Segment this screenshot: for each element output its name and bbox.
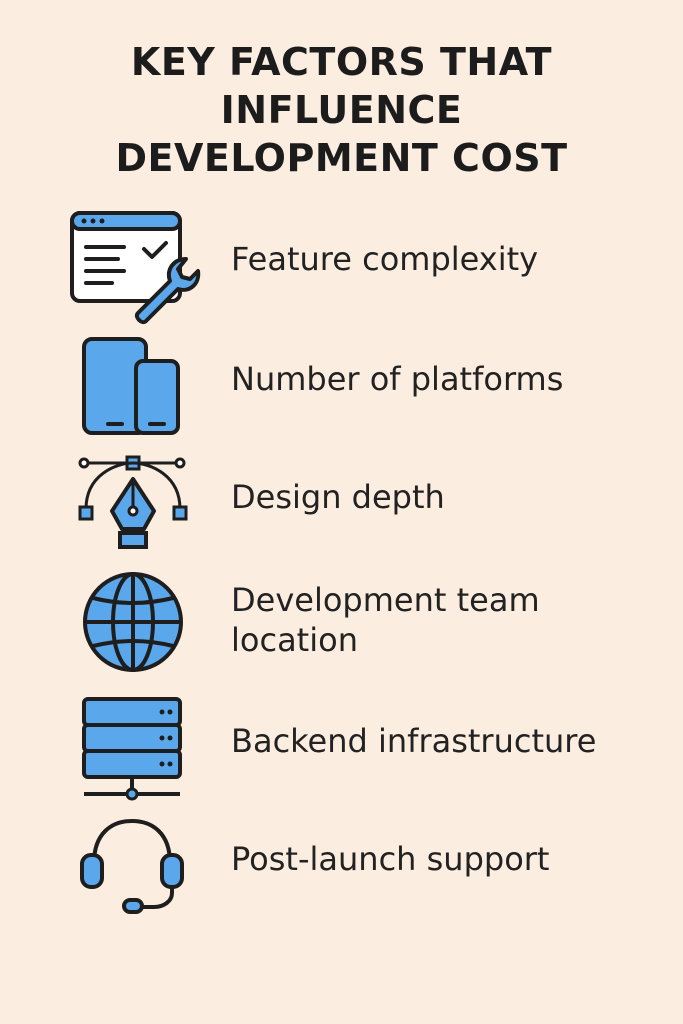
factor-label: Development team location <box>231 581 540 659</box>
factor-feature-complexity: Feature complexity <box>66 205 666 325</box>
factor-label: Post-launch support <box>231 840 550 878</box>
pen-tool-icon <box>78 455 188 549</box>
factor-label: Number of platforms <box>231 360 564 398</box>
headset-icon <box>80 818 184 914</box>
title-line-2: INFLUENCE <box>220 88 463 132</box>
factor-backend-infrastructure: Backend infrastructure <box>66 695 666 815</box>
factor-label: Backend infrastructure <box>231 722 597 760</box>
browser-wrench-icon <box>70 211 201 324</box>
page-title: KEY FACTORS THAT INFLUENCE DEVELOPMENT C… <box>0 38 683 182</box>
title-line-1: KEY FACTORS THAT <box>130 40 553 84</box>
factor-development-team-location: Development team location <box>66 570 666 690</box>
globe-icon <box>83 572 183 672</box>
factor-label: Feature complexity <box>231 240 539 278</box>
factor-design-depth: Design depth <box>66 453 666 573</box>
factor-post-launch-support: Post-launch support <box>66 815 666 935</box>
tablet-phone-icon <box>82 337 180 435</box>
factor-label: Design depth <box>231 478 445 516</box>
title-line-3: DEVELOPMENT COST <box>115 136 568 180</box>
server-stack-icon <box>82 697 182 801</box>
factor-number-of-platforms: Number of platforms <box>66 333 666 453</box>
